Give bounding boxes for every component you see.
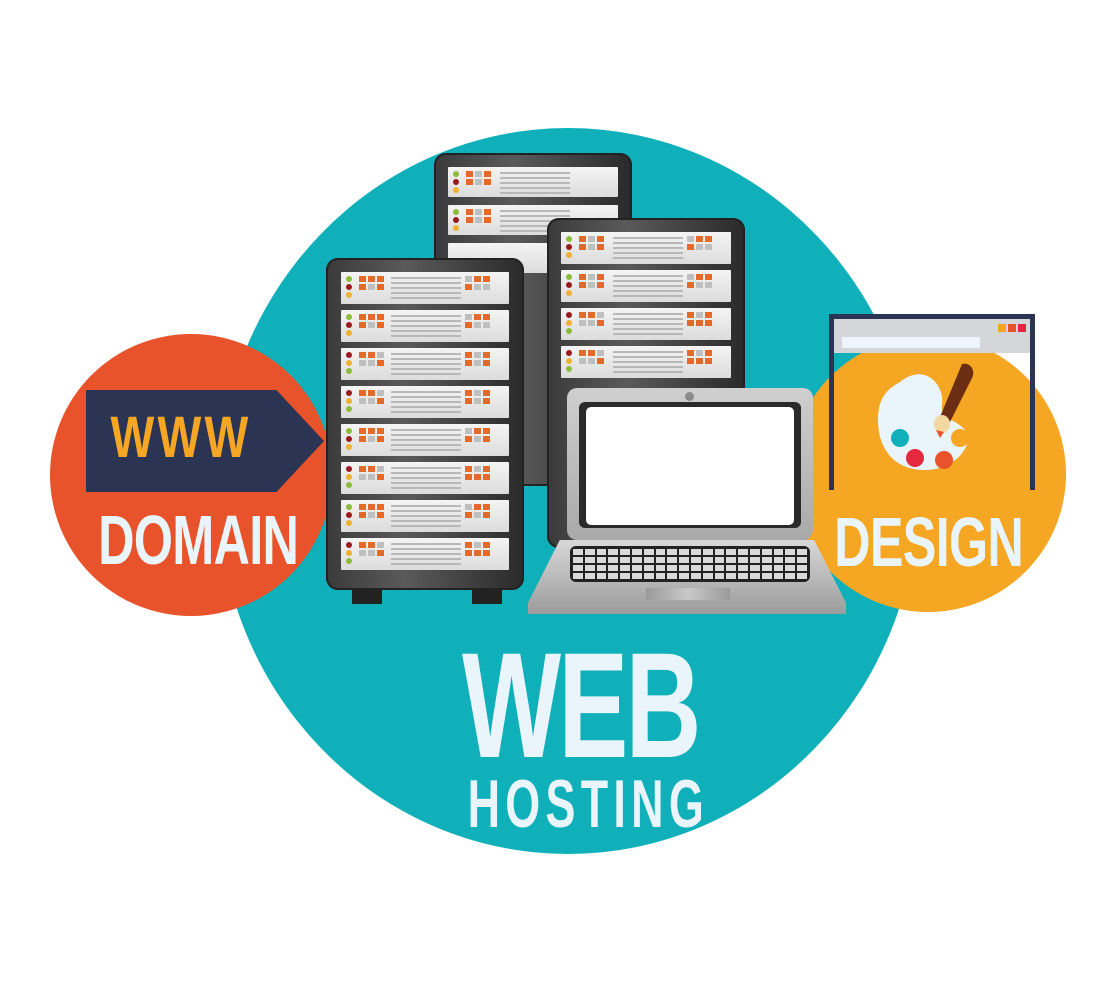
www-arrow-banner xyxy=(86,390,324,492)
server-unit xyxy=(561,270,731,302)
title-hosting: HOSTING xyxy=(467,766,710,842)
server-unit xyxy=(341,462,509,494)
design-label: DESIGN xyxy=(834,503,1024,581)
server-unit xyxy=(341,424,509,456)
server-unit xyxy=(448,167,618,197)
server-unit xyxy=(341,348,509,380)
laptop-keyboard xyxy=(570,546,810,582)
browser-address-bar xyxy=(842,337,980,348)
server-unit xyxy=(341,538,509,570)
www-label: WWW xyxy=(110,405,252,470)
laptop-trackpad xyxy=(646,588,730,600)
window-dot-yellow xyxy=(998,324,1006,332)
server-unit xyxy=(561,346,731,378)
server-unit xyxy=(341,386,509,418)
server-rack-left xyxy=(326,258,524,590)
paint-brush-icon xyxy=(934,363,974,438)
server-unit xyxy=(561,308,731,340)
domain-label: DOMAIN xyxy=(98,501,299,579)
browser-window-icon xyxy=(829,314,1035,490)
server-unit xyxy=(341,500,509,532)
server-unit xyxy=(341,310,509,342)
window-dot-orange xyxy=(1008,324,1016,332)
paint-palette-icon xyxy=(878,363,974,470)
server-unit xyxy=(561,232,731,264)
rack-foot xyxy=(352,590,382,604)
laptop-screen xyxy=(586,407,794,525)
window-dot-red xyxy=(1018,324,1026,332)
server-unit xyxy=(341,272,509,304)
title-web: WEB xyxy=(462,621,701,789)
webcam-icon xyxy=(685,392,694,401)
rack-foot xyxy=(472,590,502,604)
